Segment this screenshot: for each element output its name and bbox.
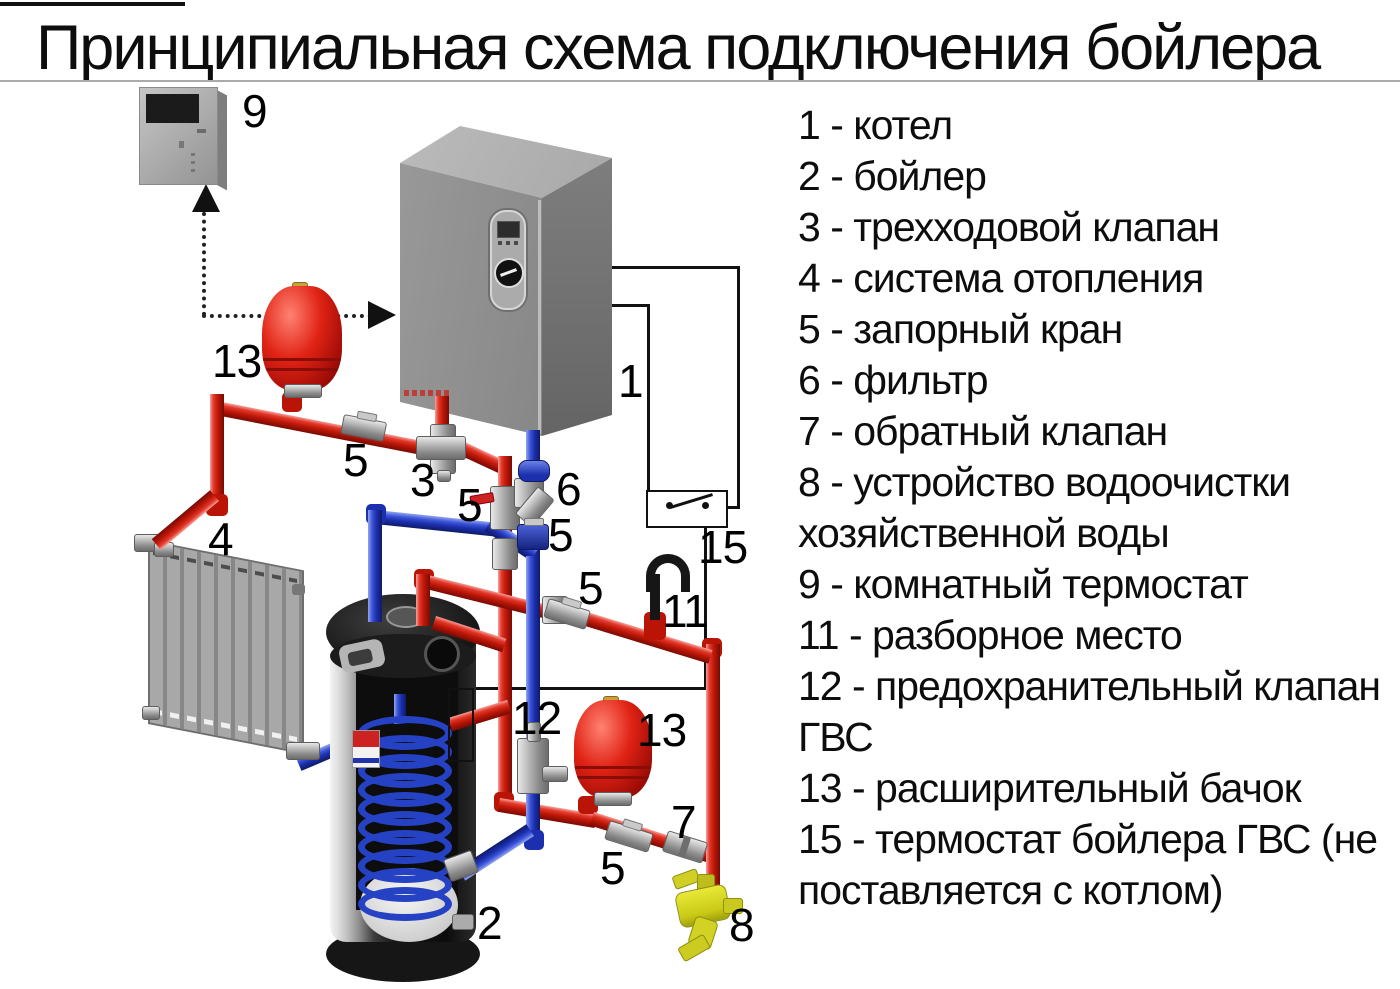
diagram-label-5: 5	[548, 509, 574, 561]
legend-item-13: 13 - расширительный бачок	[798, 765, 1302, 811]
diagram-label-9: 9	[242, 85, 268, 137]
boiler	[390, 118, 620, 448]
arrow-up-icon	[192, 184, 220, 212]
legend-item-1: 1 - котел	[798, 102, 953, 148]
boiler-side-face	[542, 158, 612, 436]
diagram-label-4: 4	[208, 513, 234, 565]
tank-sensor-wire-v	[704, 524, 707, 690]
diagram-label-1: 1	[618, 355, 644, 407]
three-way-valve-stem	[437, 470, 451, 482]
legend-item-3: 3 - трехходовой клапан	[798, 204, 1220, 250]
diagram-label-5: 5	[457, 479, 483, 531]
dhw-thermostat-switch	[646, 490, 728, 528]
legend-item-9: 9 - комнатный термостат	[798, 561, 1249, 607]
boiler-edge-highlight	[538, 200, 541, 434]
diagram-label-11: 11	[662, 585, 709, 637]
boiler-display	[497, 221, 520, 238]
pipe-heating-riser-left	[210, 394, 224, 510]
boiler-buttons	[498, 241, 518, 245]
diagram-label-8: 8	[729, 899, 755, 951]
boiler-thermostat-wire-2v	[647, 304, 650, 495]
pipe-cold-main-down	[526, 556, 540, 738]
pipe-tee	[578, 796, 598, 814]
legend: 1 - котел 2 - бойлер 3 - трехходовой клапа…	[798, 100, 1400, 916]
legend-item-8: 8 - устройство водоочистки хозяйственной…	[798, 459, 1291, 556]
boiler-brand-mark	[404, 390, 452, 396]
pipe-tank-outlet-drop	[416, 574, 430, 626]
diagram-label-5: 5	[343, 434, 369, 486]
title-divider	[0, 80, 1400, 82]
pipe-coil-feed-drop	[368, 510, 382, 622]
legend-item-4: 4 - система отопления	[798, 255, 1204, 301]
thermostat-screen	[146, 94, 199, 123]
legend-item-12: 12 - предохранительный клапан ГВС	[798, 663, 1381, 760]
thermostat-dial-dot	[179, 141, 184, 148]
expansion-tank-heating	[262, 282, 342, 398]
top-edge-mark	[0, 2, 185, 6]
boiler-thermostat-wire-1	[610, 266, 740, 269]
legend-item-7: 7 - обратный клапан	[798, 408, 1168, 454]
water-heater-tank	[320, 590, 490, 989]
boiler-control-panel	[490, 210, 526, 310]
diagram-label-13: 13	[637, 704, 687, 756]
faucet-riser	[650, 574, 660, 620]
pipe-faucet-tee	[644, 612, 666, 640]
water-treatment-device	[665, 867, 745, 965]
diagram-label-7: 7	[671, 796, 697, 848]
shutoff-valve-return	[517, 518, 549, 550]
riser-union-fitting	[492, 538, 518, 570]
page-title: Принципиальная схема подключения бойлера	[36, 13, 1321, 83]
safety-valve-spout	[542, 766, 568, 782]
radiator	[134, 534, 320, 780]
diagram-label-5: 5	[600, 842, 626, 894]
legend-item-5: 5 - запорный кран	[798, 306, 1123, 352]
legend-item-11: 11 - разборное место	[798, 612, 1183, 658]
boiler-pressure-gauge	[494, 258, 524, 288]
diagram-label-5: 5	[578, 562, 604, 614]
diagram-label-6: 6	[556, 463, 582, 515]
radiator-bottom-dashes	[153, 708, 297, 742]
tank-handle-right	[424, 636, 460, 672]
boiler-thermostat-wire-2	[612, 304, 650, 307]
diagram-label-15: 15	[698, 521, 748, 573]
diagram-label-13: 13	[212, 335, 262, 387]
coil-ring	[358, 887, 452, 921]
radiator-top-right-plug	[292, 584, 305, 595]
arrow-right-icon	[368, 301, 396, 329]
boiler-thermostat-wire-1v	[737, 266, 740, 509]
radiator-outlet-fitting	[286, 742, 320, 760]
tank-thermostat-sensor	[448, 688, 474, 762]
legend-item-2: 2 - бойлер	[798, 153, 987, 199]
thermostat-signal-line-vertical	[202, 212, 206, 316]
legend-item-15: 15 - термостат бойлера ГВС (не поставляе…	[798, 816, 1378, 913]
switch-contact-right	[702, 502, 709, 509]
room-thermostat	[139, 87, 231, 191]
diagram-label-12: 12	[512, 692, 562, 744]
pipe-cold-main-down2	[526, 790, 540, 838]
legend-item-6: 6 - фильтр	[798, 357, 989, 403]
shutoff-valve-riser-body	[490, 486, 520, 530]
tank-sensor-wire-h	[470, 687, 706, 690]
ball-fitting	[518, 460, 550, 482]
pipe-cold-feed-riser	[706, 644, 720, 888]
expansion-tank-dhw	[574, 696, 652, 806]
faucet-spout	[646, 554, 690, 592]
tank-drain-nub	[452, 914, 474, 930]
radiator-bottom-left-plug	[142, 706, 160, 720]
diagram-label-3: 3	[410, 454, 436, 506]
diagram-label-2: 2	[477, 897, 503, 949]
tank-logo-sticker	[352, 730, 380, 768]
safety-valve-stem	[527, 722, 541, 742]
thermostat-button	[197, 129, 206, 133]
switch-contact-left	[666, 502, 673, 509]
boiler-thermostat-wire-1s	[722, 506, 739, 509]
three-way-valve-horizontal	[416, 436, 466, 460]
thermostat-dots	[191, 153, 195, 175]
